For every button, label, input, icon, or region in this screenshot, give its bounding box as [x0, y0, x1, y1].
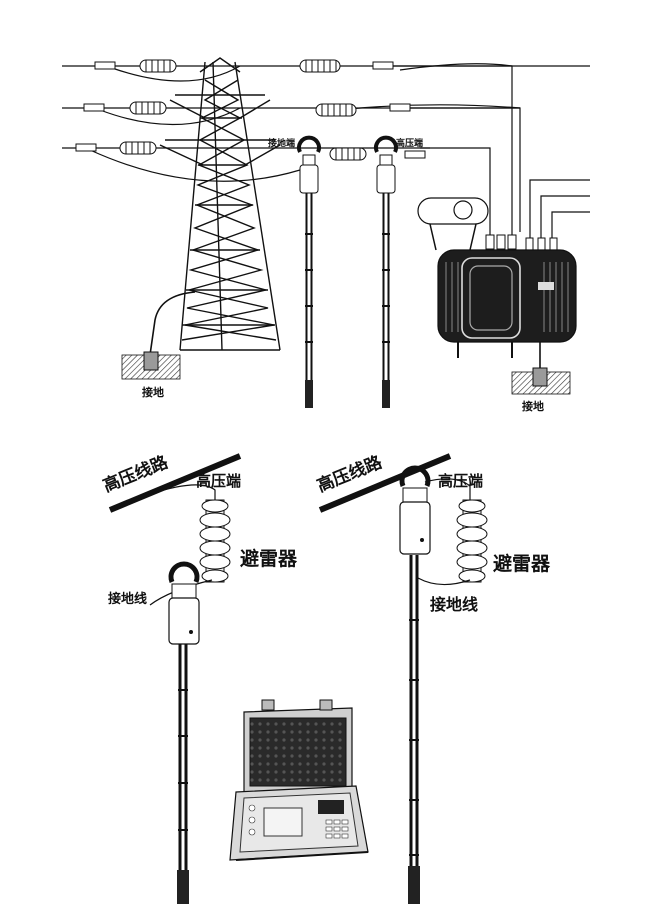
tower-ground [121, 291, 196, 380]
tester-instrument-case [229, 699, 369, 861]
arrester-label-right: 避雷器 [493, 552, 551, 575]
ground-wire-label-left: 接地线 [108, 591, 147, 607]
hv-lead-wire-right [424, 478, 471, 500]
clamp-meter-right [374, 135, 398, 408]
clamp-hv-label: 高压端 [396, 137, 423, 149]
ground-wire-label-right: 接地线 [430, 595, 478, 614]
ground-wire-right [417, 577, 471, 586]
surge-arrester-left [199, 499, 231, 583]
line-insulators [75, 61, 426, 159]
tower-ground-label: 接地 [142, 385, 164, 399]
hv-line-bar-right [318, 453, 452, 513]
surge-arrester-right [456, 499, 488, 583]
hv-line-bar-left [108, 453, 242, 513]
clamp-ground-label: 接地端 [268, 137, 295, 149]
hv-terminal-label-left: 高压端 [196, 472, 241, 490]
coil-insulators [119, 59, 367, 161]
clamp-meter-pole-left [168, 561, 200, 904]
clamp-meter-pole-right [399, 465, 431, 904]
clamp-meter-left [297, 135, 321, 408]
hv-lead-wire-left [149, 484, 216, 500]
arrester-label-left: 避雷器 [240, 547, 298, 570]
transformer-ground-label: 接地 [522, 399, 544, 413]
power-transformer [417, 197, 577, 372]
hv-terminal-label-right: 高压端 [438, 472, 483, 490]
lattice-tower [159, 57, 281, 351]
transformer-ground [511, 367, 571, 395]
